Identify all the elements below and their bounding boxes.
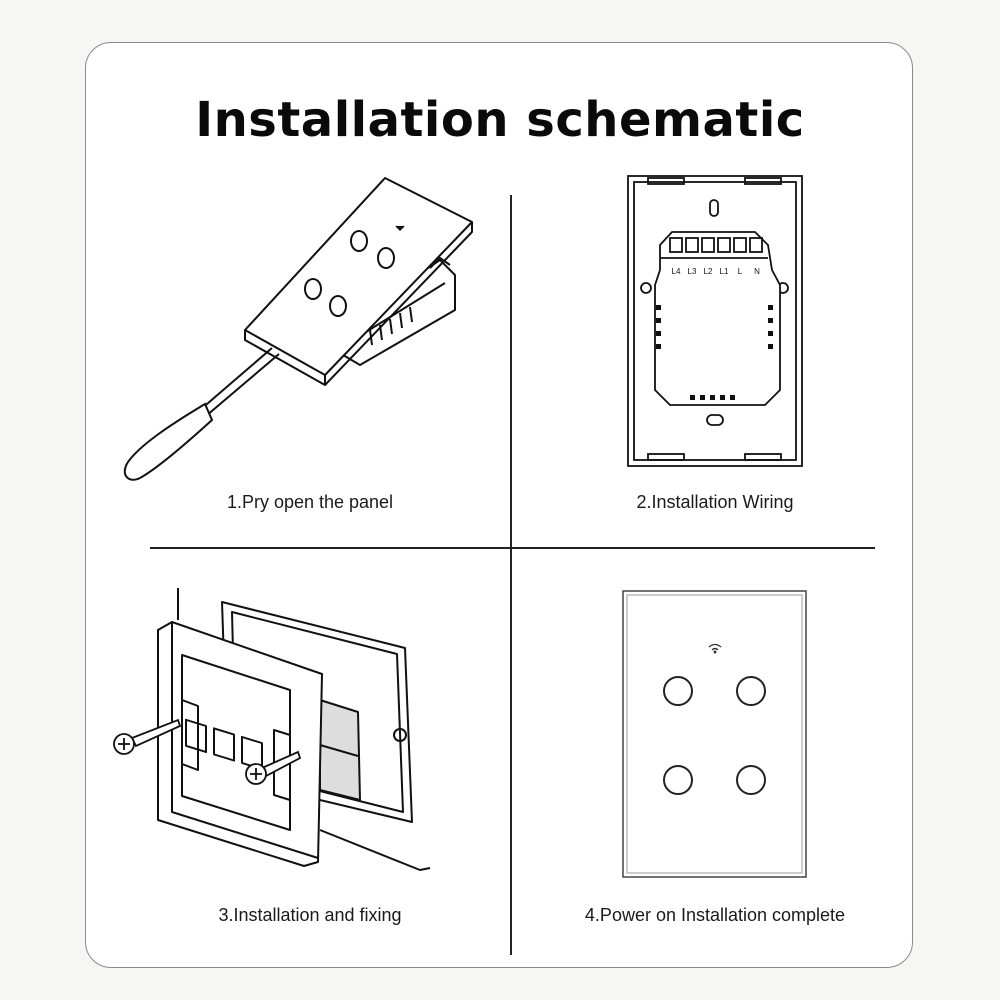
terminal-label: L4 bbox=[672, 267, 681, 276]
touch-button bbox=[377, 247, 395, 269]
touch-button bbox=[663, 676, 693, 706]
touch-button bbox=[736, 676, 766, 706]
wiring-illustration: L4 L3 L2 L1 L N bbox=[627, 175, 803, 467]
terminal-label: N bbox=[754, 267, 760, 276]
step-caption: 4.Power on Installation complete bbox=[584, 905, 846, 925]
step-caption: 3.Installation and fixing bbox=[218, 905, 402, 925]
touch-button bbox=[304, 278, 322, 300]
fixing-illustration bbox=[113, 588, 431, 871]
screw bbox=[245, 750, 302, 785]
terminal-label: L bbox=[738, 267, 743, 276]
touch-button bbox=[736, 765, 766, 795]
terminal-label: L3 bbox=[688, 267, 697, 276]
wifi-icon bbox=[395, 225, 405, 232]
touch-button bbox=[350, 230, 368, 252]
glass-panel bbox=[622, 590, 807, 878]
terminal-label: L1 bbox=[720, 267, 729, 276]
step-caption: 2.Installation Wiring bbox=[636, 492, 794, 512]
screw bbox=[113, 718, 182, 755]
wifi-icon bbox=[708, 643, 722, 654]
touch-button bbox=[329, 295, 347, 317]
horizontal-divider bbox=[150, 547, 875, 549]
pry-panel-illustration bbox=[123, 177, 473, 481]
top-slot bbox=[709, 199, 719, 217]
vertical-divider bbox=[510, 195, 512, 955]
step-caption: 1.Pry open the panel bbox=[226, 492, 394, 512]
page-title: Installation schematic bbox=[195, 92, 805, 148]
terminal-block bbox=[654, 231, 781, 406]
complete-switch-illustration bbox=[622, 590, 807, 878]
wall-edge bbox=[177, 588, 431, 871]
bottom-slot bbox=[706, 414, 724, 426]
terminal-label: L2 bbox=[704, 267, 713, 276]
touch-button bbox=[663, 765, 693, 795]
screwdriver bbox=[123, 347, 280, 481]
